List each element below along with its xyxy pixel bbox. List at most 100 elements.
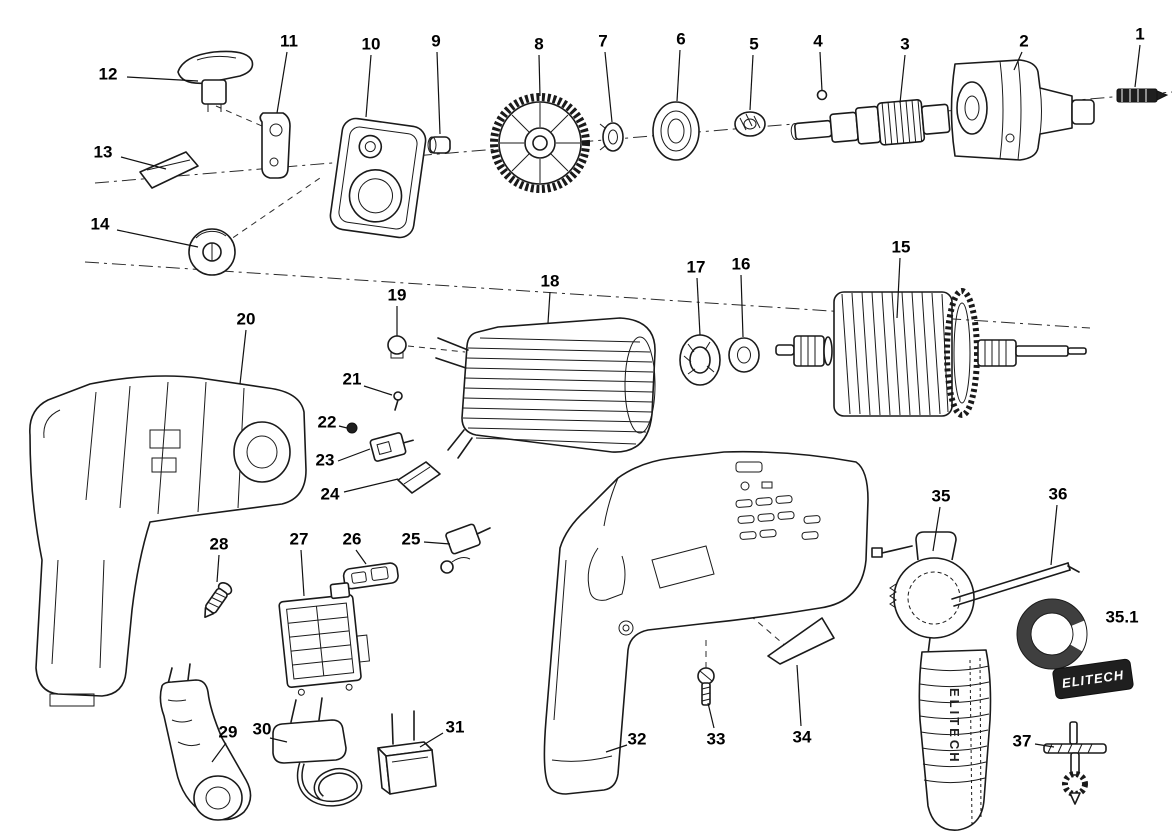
leader-line-8	[538, 54, 541, 97]
part-10-drawing	[329, 117, 427, 239]
part-21-drawing	[393, 391, 403, 411]
part-33-drawing	[697, 667, 715, 706]
part-18-drawing	[435, 317, 656, 459]
part-15-drawing	[775, 288, 1087, 418]
leader-line-17	[696, 277, 701, 336]
part-label-28: 28	[210, 535, 229, 554]
part-label-11: 11	[280, 32, 298, 51]
part-3-drawing	[790, 98, 951, 146]
part-label-34: 34	[793, 728, 812, 747]
part-23-drawing	[369, 432, 414, 462]
part-34-drawing	[767, 617, 835, 665]
leader-line-36	[1050, 504, 1058, 566]
part-label-20: 20	[237, 310, 256, 329]
part-label-30: 30	[253, 720, 272, 739]
leader-line-29	[211, 742, 227, 763]
part-label-17: 17	[687, 258, 706, 277]
part-label-23: 23	[316, 451, 335, 470]
part-label-12: 12	[99, 65, 118, 84]
part-2-drawing	[950, 59, 1095, 161]
leader-line-15	[896, 257, 901, 319]
part-19-drawing	[387, 335, 407, 359]
part-1-drawing	[1116, 88, 1169, 103]
part-label-19: 19	[388, 286, 407, 305]
part-9-drawing	[427, 136, 451, 154]
part-label-24: 24	[321, 485, 340, 504]
part-label-5: 5	[749, 35, 758, 54]
part-24-drawing	[397, 461, 441, 494]
leader-line-25	[423, 541, 451, 545]
part-label-32: 32	[628, 730, 647, 749]
part-25-drawing	[440, 523, 491, 574]
part-37-drawing	[1043, 721, 1107, 805]
part-label-22: 22	[318, 413, 337, 432]
part-20-drawing	[29, 375, 307, 707]
part-label-7: 7	[598, 32, 607, 51]
part-label-15: 15	[892, 238, 911, 257]
part-7-drawing	[599, 122, 624, 152]
part-30-drawing	[272, 697, 363, 807]
part-35-drawing	[871, 531, 975, 655]
leader-line-32	[605, 744, 628, 753]
part-label-9: 9	[431, 32, 440, 51]
leader-line-12	[126, 76, 199, 82]
leader-line-31	[419, 732, 444, 748]
leader-line-5	[749, 54, 754, 111]
leader-line-3	[899, 54, 906, 104]
leader-line-22	[338, 425, 348, 429]
part-11-drawing	[259, 112, 291, 179]
leader-line-20	[239, 329, 247, 385]
part-label-10: 10	[362, 35, 381, 54]
part-35-1-drawing: ELITECH	[1016, 598, 1134, 700]
leader-line-11	[276, 51, 288, 114]
part-6-drawing	[652, 101, 700, 161]
part-26-drawing	[342, 562, 399, 590]
leader-line-35	[932, 506, 941, 552]
leader-line-1	[1134, 44, 1141, 88]
part-label-26: 26	[343, 530, 362, 549]
part-16-drawing	[728, 337, 760, 373]
part-29-drawing	[159, 663, 252, 821]
part-13-drawing	[139, 151, 199, 189]
part-label-8: 8	[534, 35, 543, 54]
leader-line-10	[365, 54, 372, 118]
part-label-31: 31	[446, 718, 465, 737]
part-label-35.1: 35.1	[1105, 608, 1138, 627]
part-label-25: 25	[402, 530, 421, 549]
leader-line-18	[547, 291, 551, 324]
leader-line-33	[707, 702, 715, 729]
leader-line-7	[604, 51, 613, 123]
part-8-drawing	[490, 93, 590, 193]
part-31-drawing	[377, 710, 437, 795]
part-28-drawing	[204, 581, 233, 619]
part-label-21: 21	[343, 370, 362, 389]
leader-line-23	[337, 448, 371, 462]
part-labels-layer: 1234567891011121314151617181920212223242…	[91, 25, 1145, 763]
part-label-2: 2	[1019, 32, 1028, 51]
leader-line-24	[343, 478, 399, 493]
part-17-drawing	[679, 334, 721, 386]
part-label-6: 6	[676, 30, 685, 49]
leader-line-4	[819, 51, 823, 92]
part-5-drawing	[734, 111, 766, 137]
leader-line-27	[300, 549, 305, 597]
leader-line-37	[1034, 743, 1055, 748]
leader-line-2	[1013, 51, 1023, 71]
part-label-3: 3	[900, 35, 909, 54]
handle-brand-text: ELITECH	[947, 688, 962, 765]
leader-line-26	[355, 549, 367, 565]
leader-line-13	[120, 156, 167, 170]
part-36-drawing	[951, 562, 1080, 607]
part-label-4: 4	[813, 32, 823, 51]
leader-line-28	[216, 554, 220, 583]
part-32-drawing	[543, 450, 869, 795]
part-label-36: 36	[1049, 485, 1068, 504]
leader-line-30	[269, 737, 288, 743]
leader-line-6	[676, 49, 681, 102]
part-label-29: 29	[219, 723, 238, 742]
leader-line-21	[363, 385, 393, 396]
part-label-33: 33	[707, 730, 726, 749]
part-14-drawing	[188, 228, 236, 276]
